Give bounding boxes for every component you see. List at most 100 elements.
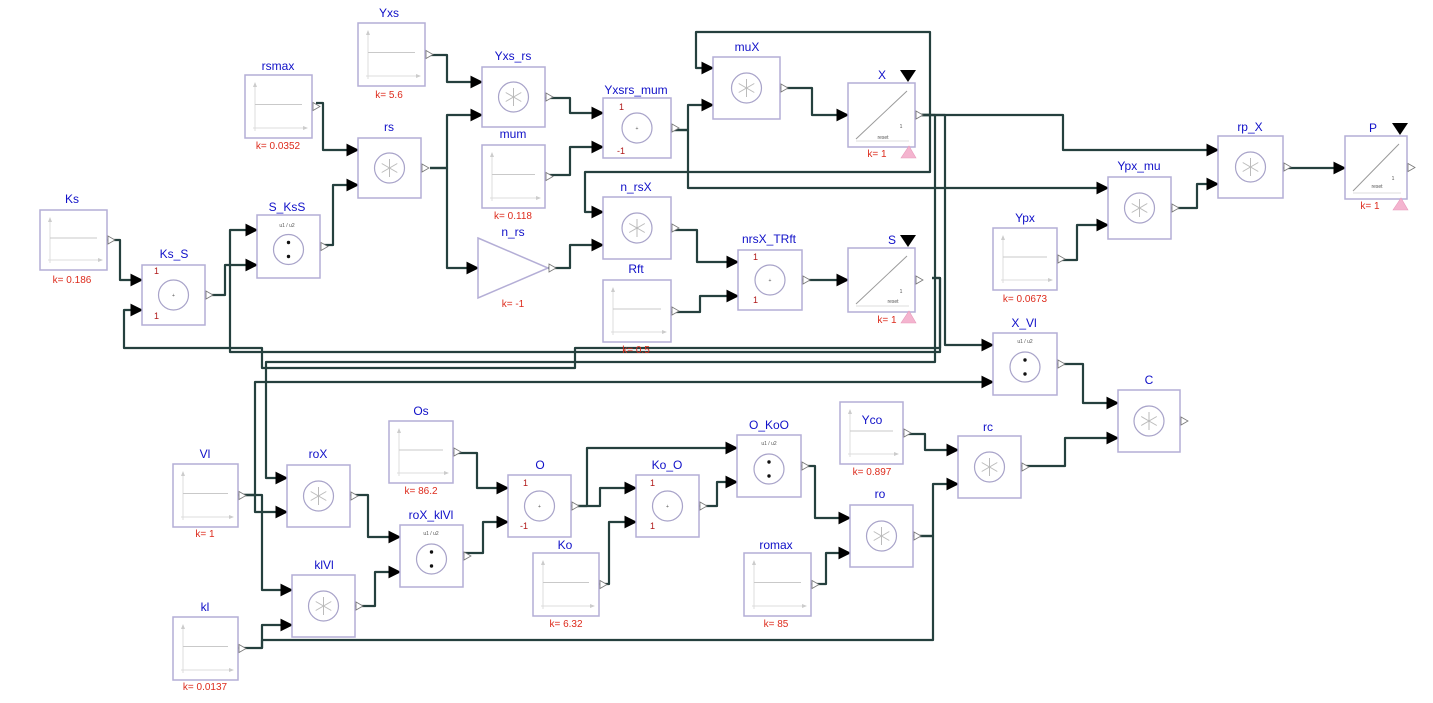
block-c[interactable] <box>1117 389 1189 453</box>
output-port-icon <box>571 501 580 511</box>
block-o[interactable]: + <box>507 474 580 538</box>
block-n_rsx[interactable] <box>602 196 680 260</box>
constant-source-icon <box>611 287 667 335</box>
output-port-icon <box>548 263 557 273</box>
output-port-icon <box>1057 254 1066 264</box>
output-port-icon <box>238 643 247 654</box>
block-n_rs[interactable] <box>477 236 557 300</box>
output-port-icon <box>801 461 810 471</box>
rsmax-k-value: k= 0.0352 <box>256 141 301 152</box>
svg-text:+: + <box>172 293 175 299</box>
block-frame <box>737 249 803 311</box>
output-port-icon <box>699 501 708 511</box>
wire-s-to-ks_s <box>122 276 942 370</box>
constant-source-icon <box>848 409 899 457</box>
svg-text:1: 1 <box>1392 176 1395 182</box>
block-yco[interactable] <box>839 401 912 465</box>
block-ypx_mu[interactable] <box>1107 176 1180 240</box>
block-o_koo[interactable] <box>736 434 810 498</box>
n_rsx-label: n_rsX <box>620 180 651 194</box>
ks-k-value: k= 0.186 <box>53 275 92 286</box>
wire-ko-to-ko_o <box>599 515 638 586</box>
block-mum[interactable] <box>481 144 554 209</box>
o-sign1: 1 <box>523 478 528 488</box>
kl-label: kl <box>201 600 210 614</box>
block-ks_s[interactable]: + <box>141 264 214 326</box>
vl-label: Vl <box>200 447 211 461</box>
block-rsmax[interactable] <box>244 74 321 139</box>
reset-marker-icon <box>900 145 917 159</box>
wire-kl-to-klvl <box>238 618 294 650</box>
block-yxs_rs[interactable] <box>481 66 554 128</box>
reset-trigger-icon <box>1392 123 1408 135</box>
block-romax[interactable] <box>743 552 820 617</box>
product-icon <box>302 480 335 512</box>
block-ro[interactable] <box>849 504 922 568</box>
wire-o-to-ko_o <box>571 481 638 508</box>
block-p[interactable]: 1 <box>1344 123 1416 211</box>
block-ko_o[interactable]: + <box>635 474 708 538</box>
os-label: Os <box>413 404 428 418</box>
block-nrsx_trft[interactable]: + <box>737 249 811 311</box>
block-s[interactable]: 1 <box>847 235 924 324</box>
rc-label: rc <box>983 420 993 434</box>
block-ypx[interactable] <box>992 227 1066 291</box>
block-yxsrs_mum[interactable]: + <box>602 97 680 159</box>
block-frame <box>602 97 672 159</box>
n_rs-label: n_rs <box>501 225 524 239</box>
block-rft[interactable] <box>602 279 680 343</box>
o_koo-op: u1 / u2 <box>761 441 777 447</box>
block-rox_klvl[interactable] <box>399 524 472 588</box>
wire-ypx-to-ypx_mu <box>1057 218 1110 262</box>
output-port-icon <box>238 490 247 501</box>
yxs-k-value: k= 5.6 <box>375 90 403 101</box>
output-port-icon <box>671 223 680 233</box>
output-port-icon <box>350 491 359 501</box>
wire-os-to-o <box>453 451 510 495</box>
block-vl[interactable] <box>172 463 247 528</box>
constant-source-icon <box>253 82 308 131</box>
svg-text:+: + <box>636 126 639 132</box>
block-rs[interactable] <box>357 137 430 199</box>
block-rc[interactable] <box>957 435 1030 499</box>
ks_s-sign1: 1 <box>154 266 159 276</box>
nrsx_trft-label: nrsX_TRft <box>742 232 797 246</box>
block-x_vl[interactable] <box>992 332 1066 396</box>
integrator-icon: 1 <box>855 90 909 142</box>
block-yxs[interactable] <box>357 22 434 87</box>
wire-mux-to-x <box>780 86 850 122</box>
os-k-value: k= 86.2 <box>404 486 438 497</box>
kl-k-value: k= 0.0137 <box>183 682 228 693</box>
block-s_kss[interactable] <box>256 214 329 279</box>
block-kl[interactable] <box>172 616 247 681</box>
block-frame <box>256 214 321 279</box>
s-reset-label: reset <box>887 299 899 305</box>
wire-yxs_rs-to-yxsrs_mum <box>545 96 605 120</box>
divide-icon <box>753 453 785 485</box>
gain-triangle-icon <box>477 236 550 300</box>
ks_s-label: Ks_S <box>160 247 189 261</box>
product-icon <box>373 152 406 184</box>
reset-trigger-icon <box>900 70 916 82</box>
block-ko[interactable] <box>532 552 608 617</box>
block-os[interactable] <box>388 420 462 484</box>
block-klvl[interactable] <box>291 574 364 638</box>
wire-rox_klvl-to-o <box>463 515 510 555</box>
output-port-icon <box>421 163 430 173</box>
integrator-icon: 1 <box>1352 143 1401 194</box>
block-rox[interactable] <box>286 464 359 528</box>
output-port-icon <box>1171 203 1180 213</box>
svg-text:1: 1 <box>900 289 903 295</box>
block-frame <box>736 434 802 498</box>
block-ks[interactable] <box>39 209 116 271</box>
block-mux[interactable] <box>712 56 789 120</box>
mum-k-value: k= 0.118 <box>494 211 532 222</box>
constant-source-icon <box>366 30 421 79</box>
product-icon <box>730 72 763 104</box>
svg-text:1: 1 <box>900 124 903 130</box>
wire-yco-to-rc <box>903 432 960 457</box>
x-label: X <box>878 68 886 82</box>
block-rp_x[interactable] <box>1217 135 1292 199</box>
block-x[interactable]: 1 <box>847 70 924 159</box>
